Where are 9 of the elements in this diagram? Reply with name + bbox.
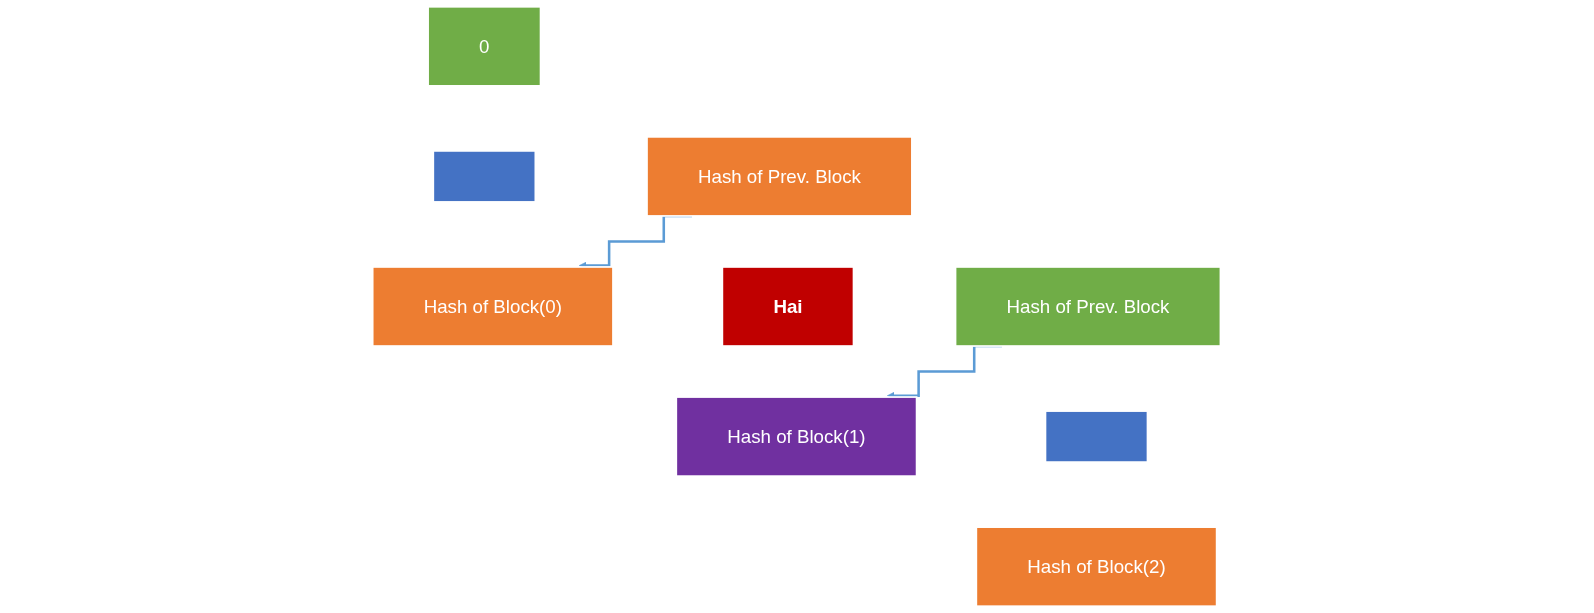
node-box: Hash of Prev. Block [646, 136, 914, 217]
node-box: Hash of Block(0) [372, 266, 615, 347]
node-box: 0 [427, 5, 542, 87]
node-box [432, 150, 537, 203]
node-box [1045, 410, 1149, 463]
node-box: Hash of Block(1) [675, 396, 918, 477]
node-box: Hai [721, 266, 855, 347]
node-box: Hash of Block(2) [975, 526, 1218, 608]
node-box: Hash of Prev. Block [955, 266, 1222, 347]
